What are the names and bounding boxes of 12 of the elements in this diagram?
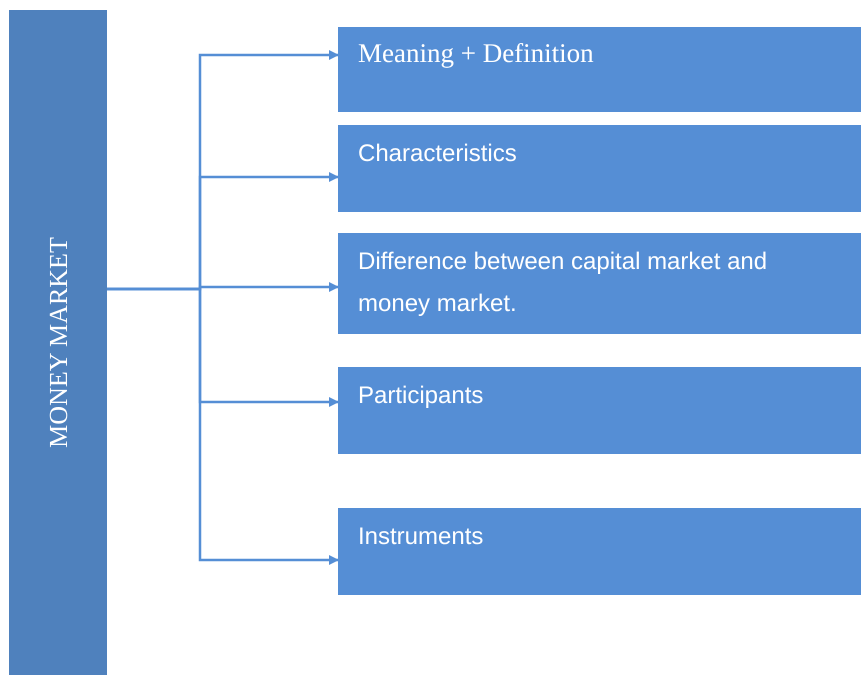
topic-box: [338, 125, 861, 212]
title-bar: [9, 10, 107, 675]
topic-label: Participants: [358, 381, 484, 411]
topic-box: [338, 233, 861, 334]
topic-box: [338, 367, 861, 454]
topic-label: Difference between capital market and money market.: [358, 247, 768, 319]
topic-label: Characteristics: [358, 139, 518, 169]
topic-box: [338, 508, 861, 595]
topic-label: Instruments: [358, 522, 484, 552]
vertical-title: MONEY MARKET: [42, 237, 74, 448]
topic-label: Meaning + Definition: [358, 37, 595, 70]
topic-box: [338, 27, 861, 112]
